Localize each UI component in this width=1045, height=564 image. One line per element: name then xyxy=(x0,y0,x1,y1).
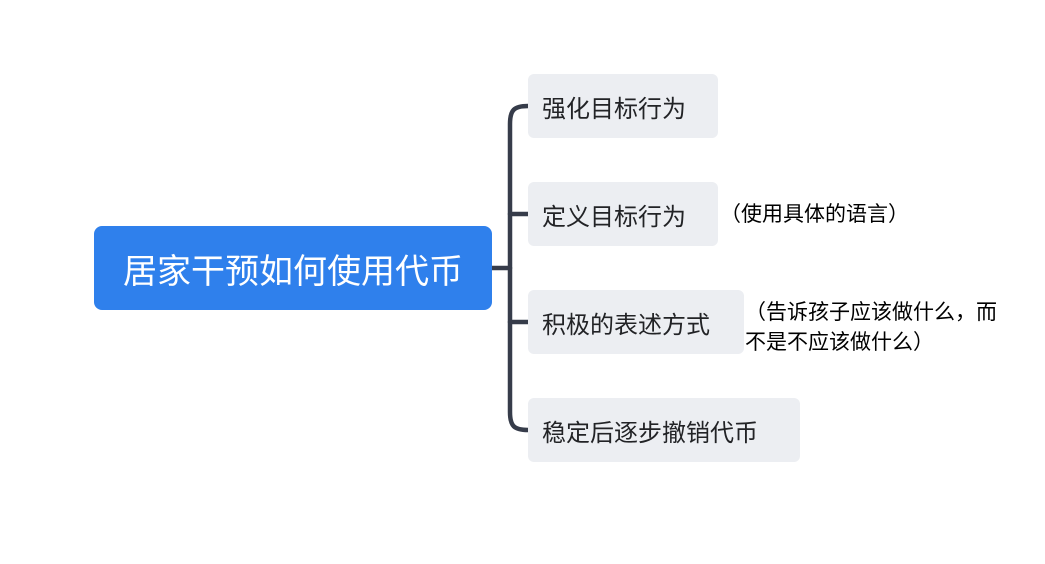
connector-spine xyxy=(507,103,531,433)
note-positive-line1: （告诉孩子应该做什么，而 xyxy=(745,300,997,324)
branch-node-fade-out[interactable]: 稳定后逐步撤销代币 xyxy=(528,398,800,462)
branch-node-positive[interactable]: 积极的表述方式 xyxy=(528,290,744,354)
branch-node-label: 积极的表述方式 xyxy=(542,310,710,339)
branch-node-label: 稳定后逐步撤销代币 xyxy=(542,418,758,447)
note-define-text: （使用具体的语言） xyxy=(720,202,909,226)
root-node-label: 居家干预如何使用代币 xyxy=(123,251,463,292)
branch-node-label: 定义目标行为 xyxy=(542,202,686,231)
branch-node-define[interactable]: 定义目标行为 xyxy=(528,182,718,246)
branch-node-reinforce[interactable]: 强化目标行为 xyxy=(528,74,718,138)
note-positive-line2: 不是不应该做什么） xyxy=(745,330,934,354)
note-positive: （告诉孩子应该做什么，而 不是不应该做什么） xyxy=(745,297,997,357)
branch-node-label: 强化目标行为 xyxy=(542,94,686,123)
note-define: （使用具体的语言） xyxy=(720,199,909,229)
mindmap-root-node[interactable]: 居家干预如何使用代币 xyxy=(94,226,492,310)
